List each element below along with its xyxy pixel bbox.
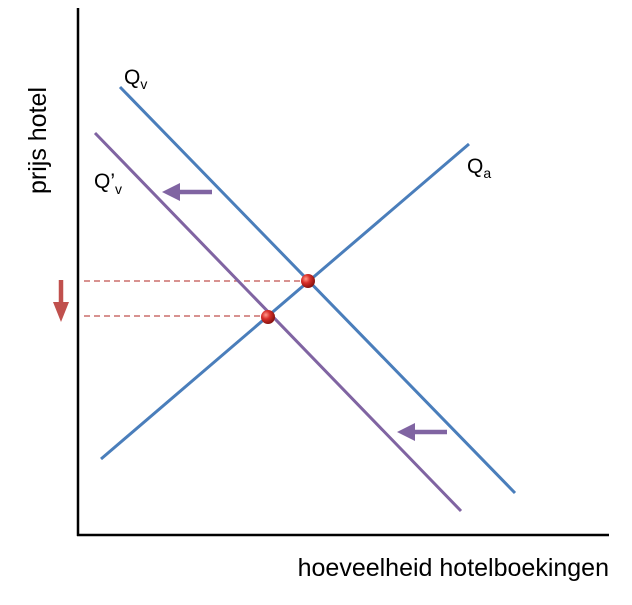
supply-curve (100, 142, 470, 461)
x-axis-label: hoeveelheid hotelboekingen (298, 554, 609, 582)
shifted-demand-curve-label: Q’v (94, 170, 122, 197)
y-axis-label: prijs hotel (24, 87, 52, 194)
demand-shift-arrow-lower (397, 423, 447, 441)
shifted-demand-curve (93, 131, 463, 513)
demand-curve-label: Qv (124, 66, 147, 92)
equilibrium-point-original (301, 274, 315, 288)
demand-shift-arrow-upper (162, 183, 212, 201)
price-decrease-arrow (53, 280, 69, 322)
demand-curve (118, 85, 517, 495)
equilibrium-point-new (261, 310, 275, 324)
supply-curve-label: Qa (467, 155, 491, 181)
